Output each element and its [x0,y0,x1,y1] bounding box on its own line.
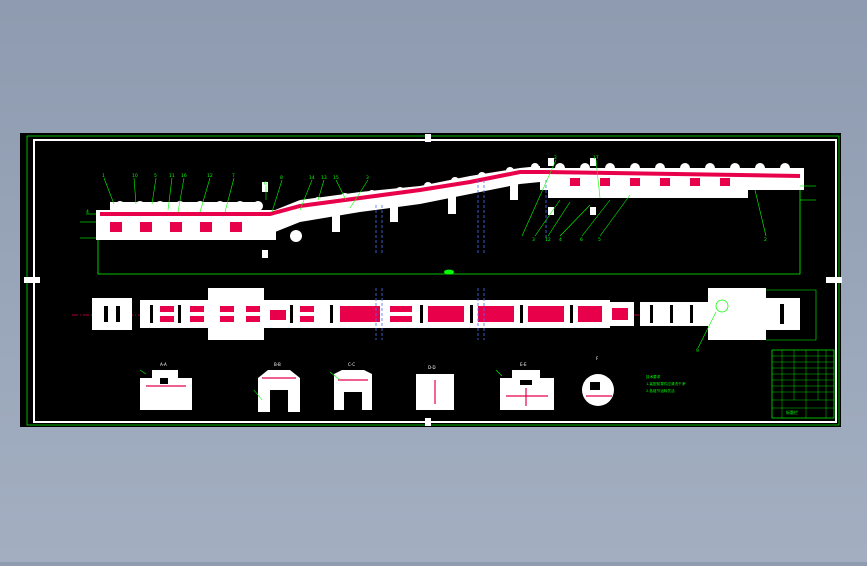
balloon-top-2: 10 [132,173,138,179]
balloon-top-8: 8 [280,175,283,181]
grip-bottom[interactable] [425,418,431,426]
tech-note-1: 1.装配前零件应清洗干净 [646,381,686,386]
grip-top[interactable] [425,134,431,142]
balloon-top-6: 12 [207,173,213,179]
tech-notes-heading: 技术要求 [646,374,661,379]
grip-right[interactable] [826,277,842,283]
tech-note-2: 2.各链节运转灵活 [646,388,675,393]
section-label-f: F [596,356,599,361]
technical-notes: 技术要求 1.装配前零件应清洗干净 2.各链节运转灵活 [646,374,686,393]
balloon-top-15: 17 [593,155,599,161]
conveyor-plan-view [72,288,817,349]
balloon-top-9: 6 [264,181,267,187]
balloon-bottom-4: 6 [580,237,583,243]
balloon-top-10: 14 [309,175,315,181]
balloon-top-7: 7 [232,173,235,179]
balloon-top-5: 16 [181,173,187,179]
balloon-bottom-2: 12 [545,237,551,243]
title-block-label: 标题栏 [786,409,798,415]
conveyor-elevation-view: 1 10 5 11 16 12 7 8 6 14 13 15 3 2 17 4 … [80,155,816,354]
balloon-top-1: 1 [102,173,105,179]
balloon-bottom-1: 3 [532,237,535,243]
section-label-d: D-D [428,365,436,370]
section-label-e: E-E [520,362,527,367]
section-label-c: C-C [348,362,355,367]
balloon-top-14: 2 [554,155,557,161]
balloon-top-11: 13 [321,175,327,181]
balloon-top-13: 3 [366,175,369,181]
balloon-top-12: 15 [333,175,339,181]
section-label-a: A-A [160,362,167,367]
balloon-bottom-3: 4 [559,237,562,243]
grip-left[interactable] [24,277,40,283]
balloon-top-3: 5 [154,173,157,179]
balloon-top-16: 4 [86,209,89,215]
balloon-top-4: 11 [169,173,175,179]
section-label-b: B-B [274,362,281,367]
balloon-bottom-5: 5 [598,237,601,243]
balloon-bottom-6: 2 [764,237,767,243]
title-block: 标题栏 [771,349,835,419]
section-views: A-A B-B C-C D-D E-E F [139,356,614,412]
balloon-bottom-7: 9 [696,348,699,354]
